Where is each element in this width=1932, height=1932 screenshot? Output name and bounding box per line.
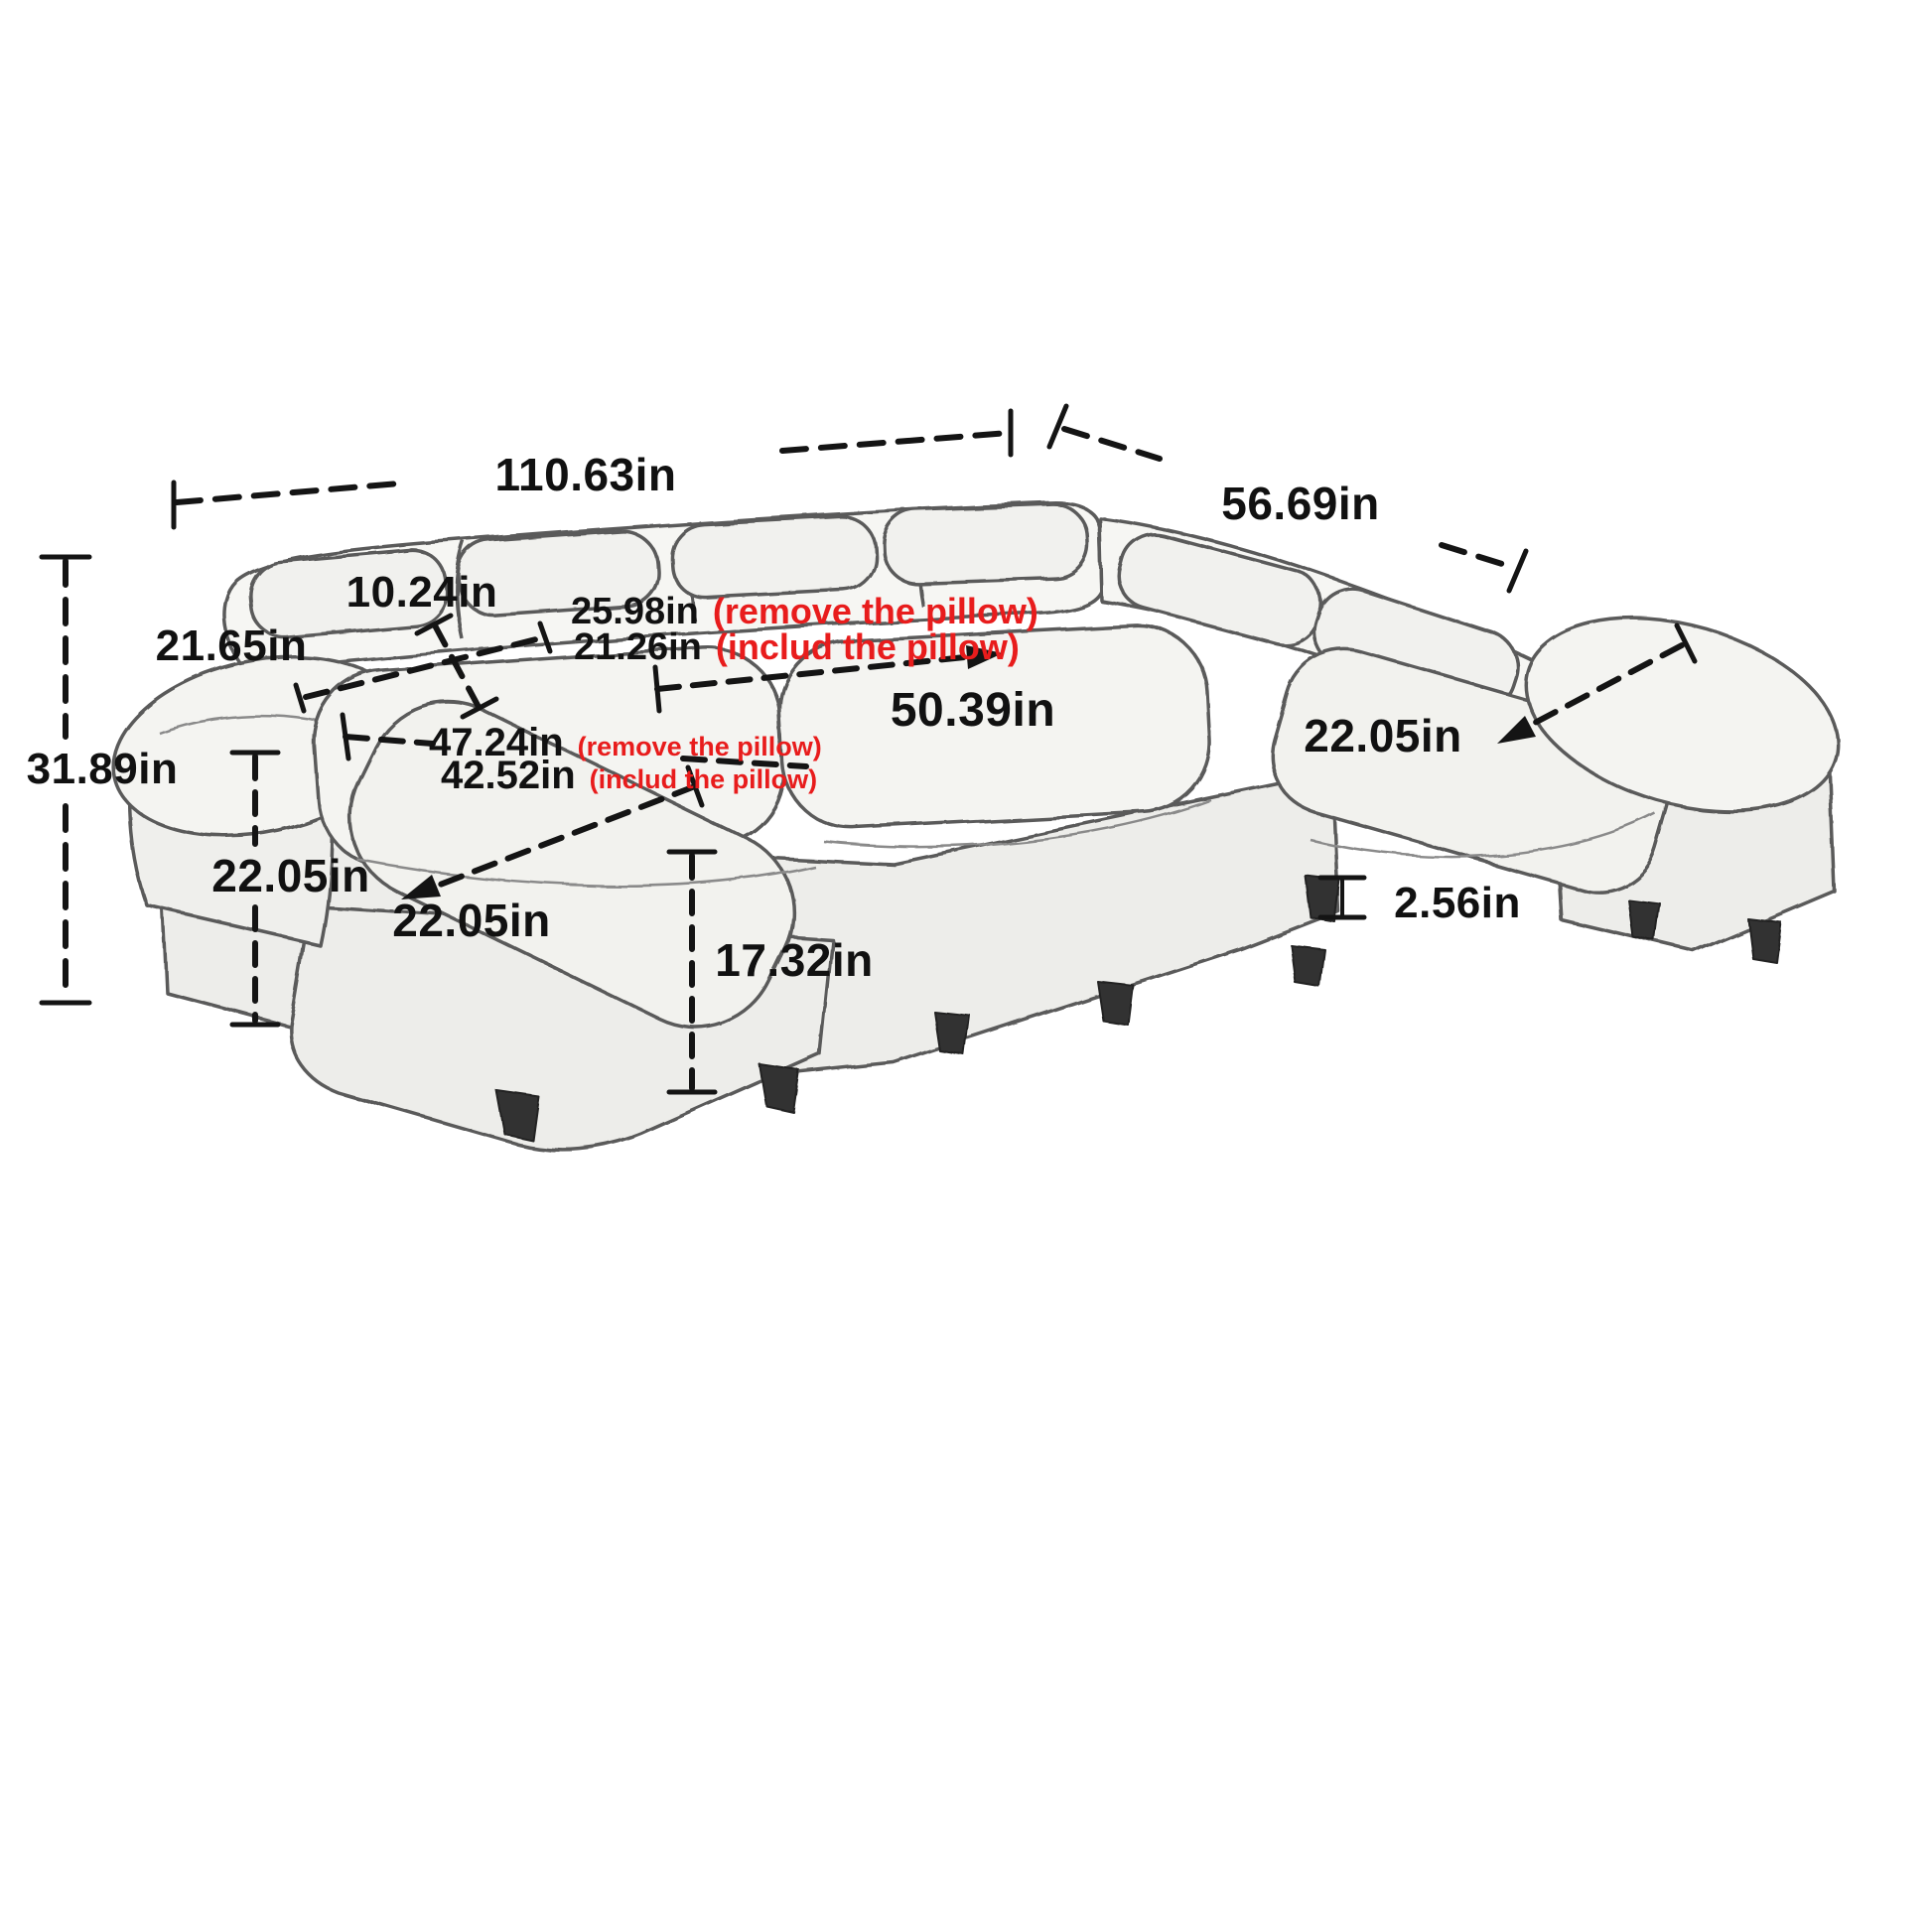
seat-depth-with-pillow-row: 21.26in (includ the pillow) bbox=[574, 628, 1020, 666]
headrest-pillow bbox=[669, 514, 878, 600]
seat-height-label: 17.32in bbox=[715, 934, 874, 986]
right-arm-pillow bbox=[1523, 616, 1841, 814]
seat-cushion bbox=[777, 623, 1212, 830]
left-chaise-length-label: 22.05in bbox=[211, 850, 370, 901]
seat-width-with-pillow-value: 42.52in bbox=[441, 754, 576, 797]
overall-depth-label: 56.69in bbox=[1221, 478, 1380, 529]
seat-depth-no-pillow-row: 25.98in (remove the pillow) bbox=[571, 593, 1038, 630]
seat-width-with-pillow-row: 42.52in (includ the pillow) bbox=[441, 756, 817, 795]
seat-width-with-pillow-note: (includ the pillow) bbox=[589, 764, 818, 794]
back-pillow-thickness-label: 10.24in bbox=[345, 568, 498, 617]
seat-depth-with-pillow-value: 21.26in bbox=[574, 626, 702, 668]
headrest-pillow bbox=[457, 529, 659, 617]
dimension-lines bbox=[39, 403, 1698, 1095]
overall-width-label: 110.63in bbox=[494, 449, 677, 500]
seat-depth-with-pillow-note: (includ the pillow) bbox=[715, 626, 1020, 667]
left-chaise-width-label: 22.05in bbox=[392, 895, 551, 946]
headrest-pillow bbox=[882, 502, 1090, 586]
seat-width-no-pillow-row: 47.24in (remove the pillow) bbox=[429, 723, 822, 762]
sofa-sketch bbox=[111, 500, 1841, 1152]
left-chaise-seat bbox=[347, 700, 796, 1030]
headrest-pillow bbox=[248, 548, 449, 639]
back-pillow-width-label: 21.65in bbox=[155, 621, 308, 670]
main-seat-width-label: 50.39in bbox=[890, 684, 1056, 737]
seat-width-no-pillow-value: 47.24in bbox=[429, 721, 564, 764]
seat-depth-no-pillow-note: (remove the pillow) bbox=[712, 591, 1038, 631]
right-chaise-width-label: 22.05in bbox=[1304, 710, 1462, 761]
right-chaise-seat bbox=[1270, 647, 1673, 894]
leg-height-label: 2.56in bbox=[1394, 879, 1521, 927]
seat-depth-no-pillow-value: 25.98in bbox=[571, 591, 699, 632]
seat-width-no-pillow-note: (remove the pillow) bbox=[577, 732, 822, 761]
overall-height-label: 31.89in bbox=[26, 745, 179, 793]
